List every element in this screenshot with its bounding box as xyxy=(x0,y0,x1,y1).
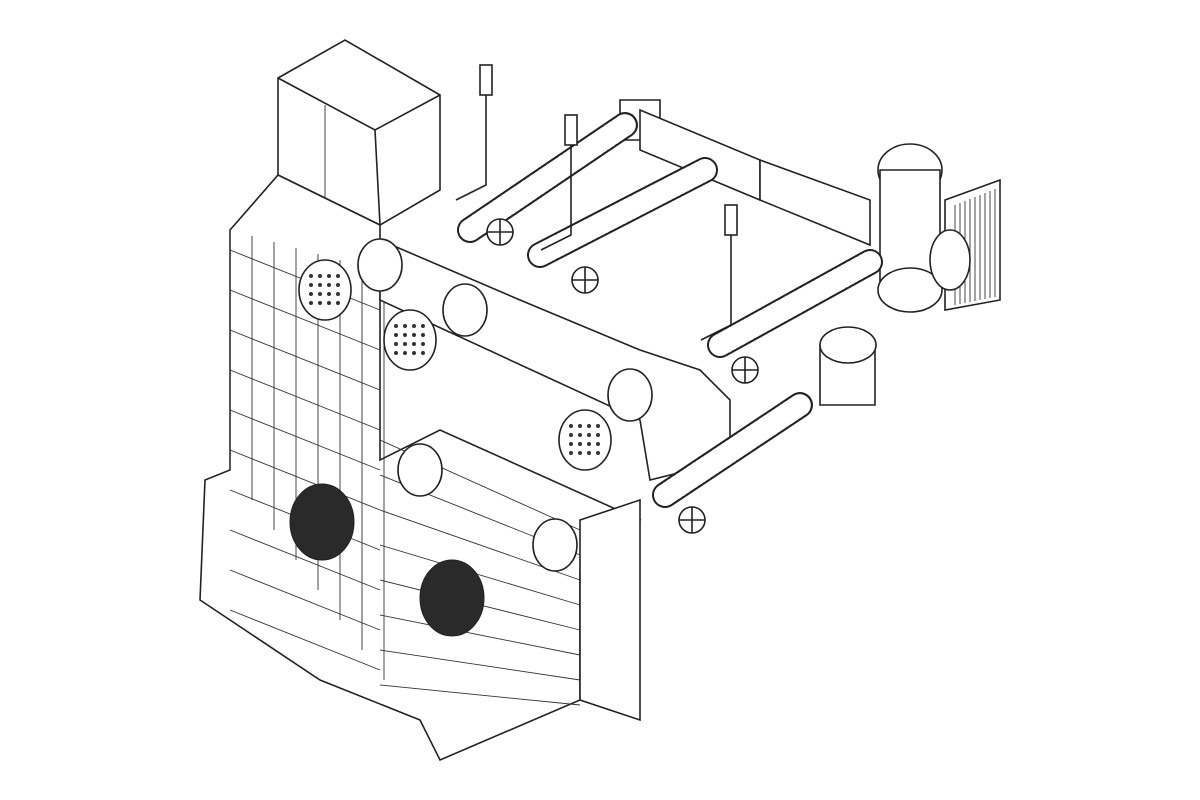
inlet-hole xyxy=(394,351,398,355)
inlet-hole xyxy=(569,451,573,455)
inlet-hole xyxy=(587,442,591,446)
inlet-hole xyxy=(318,292,322,296)
inlet-hole xyxy=(421,342,425,346)
inlet-fitting xyxy=(442,283,488,337)
inlet-hole xyxy=(412,333,416,337)
tile-line xyxy=(379,614,581,656)
inlet-fitting xyxy=(607,368,653,422)
inlet-hole xyxy=(412,351,416,355)
inlet-fitting xyxy=(397,443,443,497)
tile-line xyxy=(379,649,581,681)
inlet-hole xyxy=(403,324,407,328)
inlet-hole xyxy=(327,292,331,296)
tile-line xyxy=(229,449,381,511)
inlet-hole xyxy=(403,342,407,346)
inlet-hole xyxy=(336,274,340,278)
hose-ribs xyxy=(529,159,716,266)
inlet-hole xyxy=(327,283,331,287)
inlet-hole xyxy=(309,283,313,287)
floor-drain-2 xyxy=(419,559,485,637)
inlet-hole xyxy=(421,324,425,328)
inlet-hole xyxy=(587,433,591,437)
hose-ribs xyxy=(709,251,881,356)
inlet-hole xyxy=(309,292,313,296)
tile-line xyxy=(229,409,381,471)
tile-line xyxy=(229,529,381,591)
inlet-hole xyxy=(309,274,313,278)
tile-line xyxy=(229,289,381,351)
inlet-hole xyxy=(336,301,340,305)
tile-line xyxy=(379,544,581,606)
inlet-hole xyxy=(394,333,398,337)
valves xyxy=(486,218,759,534)
inlet-fitting xyxy=(532,518,578,572)
inlet-hole xyxy=(309,301,313,305)
inlet-hole xyxy=(578,442,582,446)
hose-ribs xyxy=(654,394,811,506)
inlet-hole xyxy=(394,324,398,328)
inlet-hole xyxy=(412,342,416,346)
collector-pipes xyxy=(619,99,943,406)
wall-inlets xyxy=(298,238,653,572)
inlet-hole xyxy=(578,451,582,455)
inlet-hole xyxy=(596,451,600,455)
inlet-hole xyxy=(421,333,425,337)
inlet-hole xyxy=(596,442,600,446)
inlet-hole xyxy=(569,442,573,446)
inlet-hole xyxy=(569,424,573,428)
inlet-hole xyxy=(327,301,331,305)
inlet-hole xyxy=(412,324,416,328)
inlet-hole xyxy=(318,283,322,287)
inlet-hole xyxy=(569,433,573,437)
flexible-hoses xyxy=(457,112,883,508)
inlet-fitting xyxy=(298,259,352,321)
inlet-fitting xyxy=(383,309,437,371)
inlet-fitting xyxy=(558,409,612,471)
floor-drain-1 xyxy=(289,483,355,561)
inlet-hole xyxy=(578,424,582,428)
vertical-probes xyxy=(455,64,738,341)
tile-line xyxy=(229,609,381,671)
inlet-hole xyxy=(596,433,600,437)
tile-line xyxy=(229,329,381,391)
pump-motor xyxy=(929,178,1001,311)
tile-line xyxy=(229,369,381,431)
inlet-fitting xyxy=(357,238,403,292)
inlet-hole xyxy=(336,292,340,296)
tile-line xyxy=(379,684,581,706)
inlet-hole xyxy=(587,424,591,428)
hose-ribs xyxy=(459,114,636,241)
inlet-hole xyxy=(403,333,407,337)
inlet-hole xyxy=(421,351,425,355)
inlet-hole xyxy=(578,433,582,437)
inlet-hole xyxy=(336,283,340,287)
tile-line xyxy=(229,569,381,631)
inlet-hole xyxy=(403,351,407,355)
inlet-hole xyxy=(318,301,322,305)
inlet-hole xyxy=(327,274,331,278)
inlet-hole xyxy=(318,274,322,278)
inlet-hole xyxy=(394,342,398,346)
inlet-hole xyxy=(596,424,600,428)
inlet-hole xyxy=(587,451,591,455)
